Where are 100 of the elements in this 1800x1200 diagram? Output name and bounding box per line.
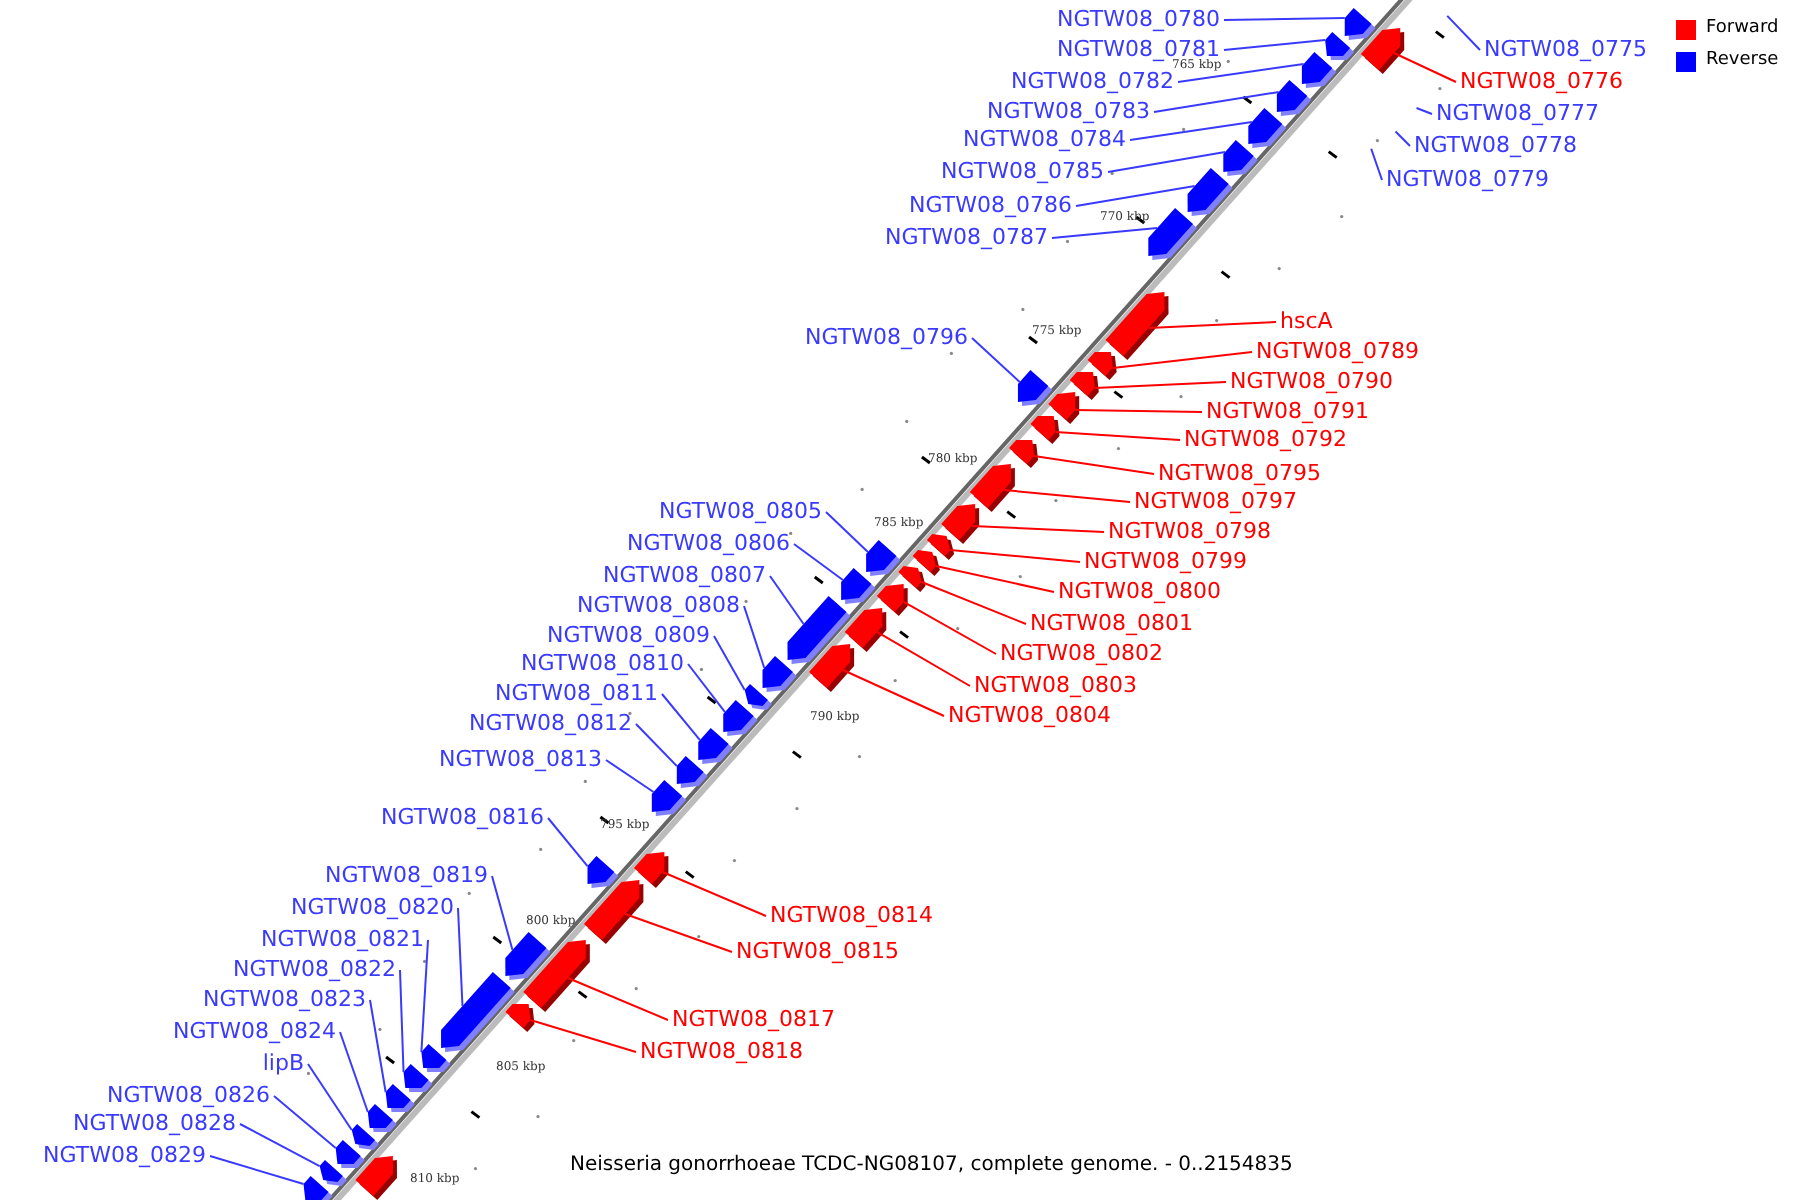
leader-line [457,907,464,1007]
gene-block [1105,292,1169,360]
gene-label: NGTW08_0784 [963,126,1126,152]
leader-line [624,913,733,953]
gene-block [421,1044,451,1072]
gene-block [1360,28,1405,74]
leader-line [420,939,429,1053]
gene-block [1048,392,1080,424]
gene-label: NGTW08_0783 [987,98,1150,124]
leader-line [1370,147,1383,181]
gene-label: NGTW08_0815 [736,938,899,964]
gene-block [587,856,619,888]
leader-line [1446,14,1481,51]
gene-label: NGTW08_0813 [439,746,602,772]
gene-block [584,880,644,944]
gene-block [634,852,669,888]
gene-block [876,584,908,616]
caption: Neisseria gonorrhoeae TCDC-NG08107, complete genome. - 0..2154835 [570,1154,1293,1178]
leader-line [273,1095,337,1149]
gene-block [355,1156,397,1200]
gene-label: NGTW08_0778 [1414,132,1577,158]
gene-block [441,972,515,1052]
gene-label: NGTW08_0779 [1386,166,1549,192]
leader-line [949,549,1081,563]
gene-block [385,1084,415,1112]
gene-block [698,728,733,764]
gene-label: NGTW08_0824 [173,1018,336,1044]
gene-label: NGTW08_0776 [1460,68,1623,94]
gene-label: NGTW08_0800 [1058,578,1221,604]
gene-block [1223,140,1258,176]
leader-line [491,875,514,951]
gene-label: NGTW08_0795 [1158,460,1321,486]
gene-label: NGTW08_0806 [627,530,790,556]
leader-line [1074,409,1203,413]
gene-label: NGTW08_0801 [1030,610,1193,636]
leader-line [1002,489,1131,503]
leader-line [920,581,1027,625]
leader-line [369,999,387,1093]
gene-label: NGTW08_0798 [1108,518,1271,544]
gene-label: NGTW08_0811 [495,680,658,706]
gene-label: NGTW08_0790 [1230,368,1393,394]
leader-line [1051,227,1159,239]
gene-block [809,644,855,692]
leader-line [1394,130,1411,147]
gene-block [335,1140,365,1168]
gene-label: hscA [1280,308,1333,334]
legend-label: Forward [1706,18,1779,40]
gene-block [941,504,980,544]
leader-line [1129,121,1253,141]
leader-line [713,635,746,691]
leader-line [769,575,805,625]
leader-line [1075,185,1196,207]
gene-label: NGTW08_0819 [325,862,488,888]
gene-block [1087,352,1117,380]
gene-label: NGTW08_0785 [941,158,1104,184]
gene-block [505,1004,535,1032]
gene-block [351,1124,379,1150]
gene-label: NGTW08_0808 [577,592,740,618]
gene-block [841,568,876,604]
gene-label: NGTW08_0807 [603,562,766,588]
leader-line [661,693,701,741]
leader-line [1223,39,1327,51]
gene-block [1276,80,1312,116]
gene-block [744,684,772,710]
leader-line [547,817,589,867]
gene-label: NGTW08_0777 [1436,100,1599,126]
leader-line [1415,106,1433,115]
gene-label: NGTW08_0780 [1057,6,1220,32]
gene-label: NGTW08_0810 [521,650,684,676]
leader-line [1093,381,1227,389]
gene-block [1325,32,1355,60]
gene-label: NGTW08_0812 [469,710,632,736]
gene-block [1248,108,1287,148]
gene-label: NGTW08_0822 [233,956,396,982]
gene-label: NGTW08_0823 [203,986,366,1012]
leader-line [971,337,1021,383]
leader-line [842,669,945,717]
gene-block [319,1160,347,1186]
gene-label: NGTW08_0775 [1484,36,1647,62]
gene-block [1017,370,1053,406]
gene-label: NGTW08_0791 [1206,398,1369,424]
gene-label: NGTW08_0797 [1134,488,1297,514]
gene-label: NGTW08_0787 [885,224,1048,250]
leader-line [307,1063,353,1131]
gene-block [1069,372,1099,400]
gene-label: NGTW08_0820 [291,894,454,920]
gene-block [367,1104,397,1132]
gene-block [844,608,887,652]
leader-line [793,543,844,581]
gene-label: NGTW08_0818 [640,1038,803,1064]
gene-label: NGTW08_0792 [1184,426,1347,452]
gene-label: NGTW08_0781 [1057,36,1220,62]
gene-label: NGTW08_0804 [948,702,1111,728]
gene-block [403,1064,433,1092]
gene-block [1344,8,1376,40]
leader-line [1177,63,1305,83]
gene-block [676,756,708,788]
leader-line [1033,455,1155,475]
gene-block [723,700,758,736]
leader-line [209,1155,305,1185]
